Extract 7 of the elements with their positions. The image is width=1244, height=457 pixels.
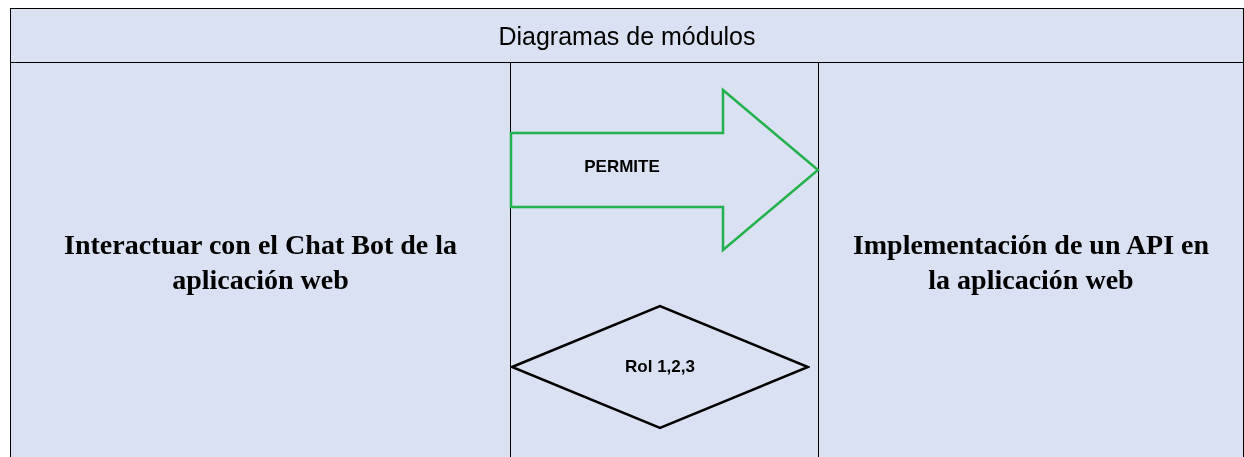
module-cell	[10, 62, 511, 457]
table-title: Diagramas de módulos	[10, 8, 1244, 64]
module-cell	[818, 62, 1244, 457]
diamond-text: Rol 1,2,3	[625, 357, 695, 377]
decision-diamond	[510, 304, 810, 430]
module-text: Implementación de un API en la aplicación web	[851, 228, 1211, 297]
module-text: Interactuar con el Chat Bot de la aplicación web	[63, 228, 458, 297]
